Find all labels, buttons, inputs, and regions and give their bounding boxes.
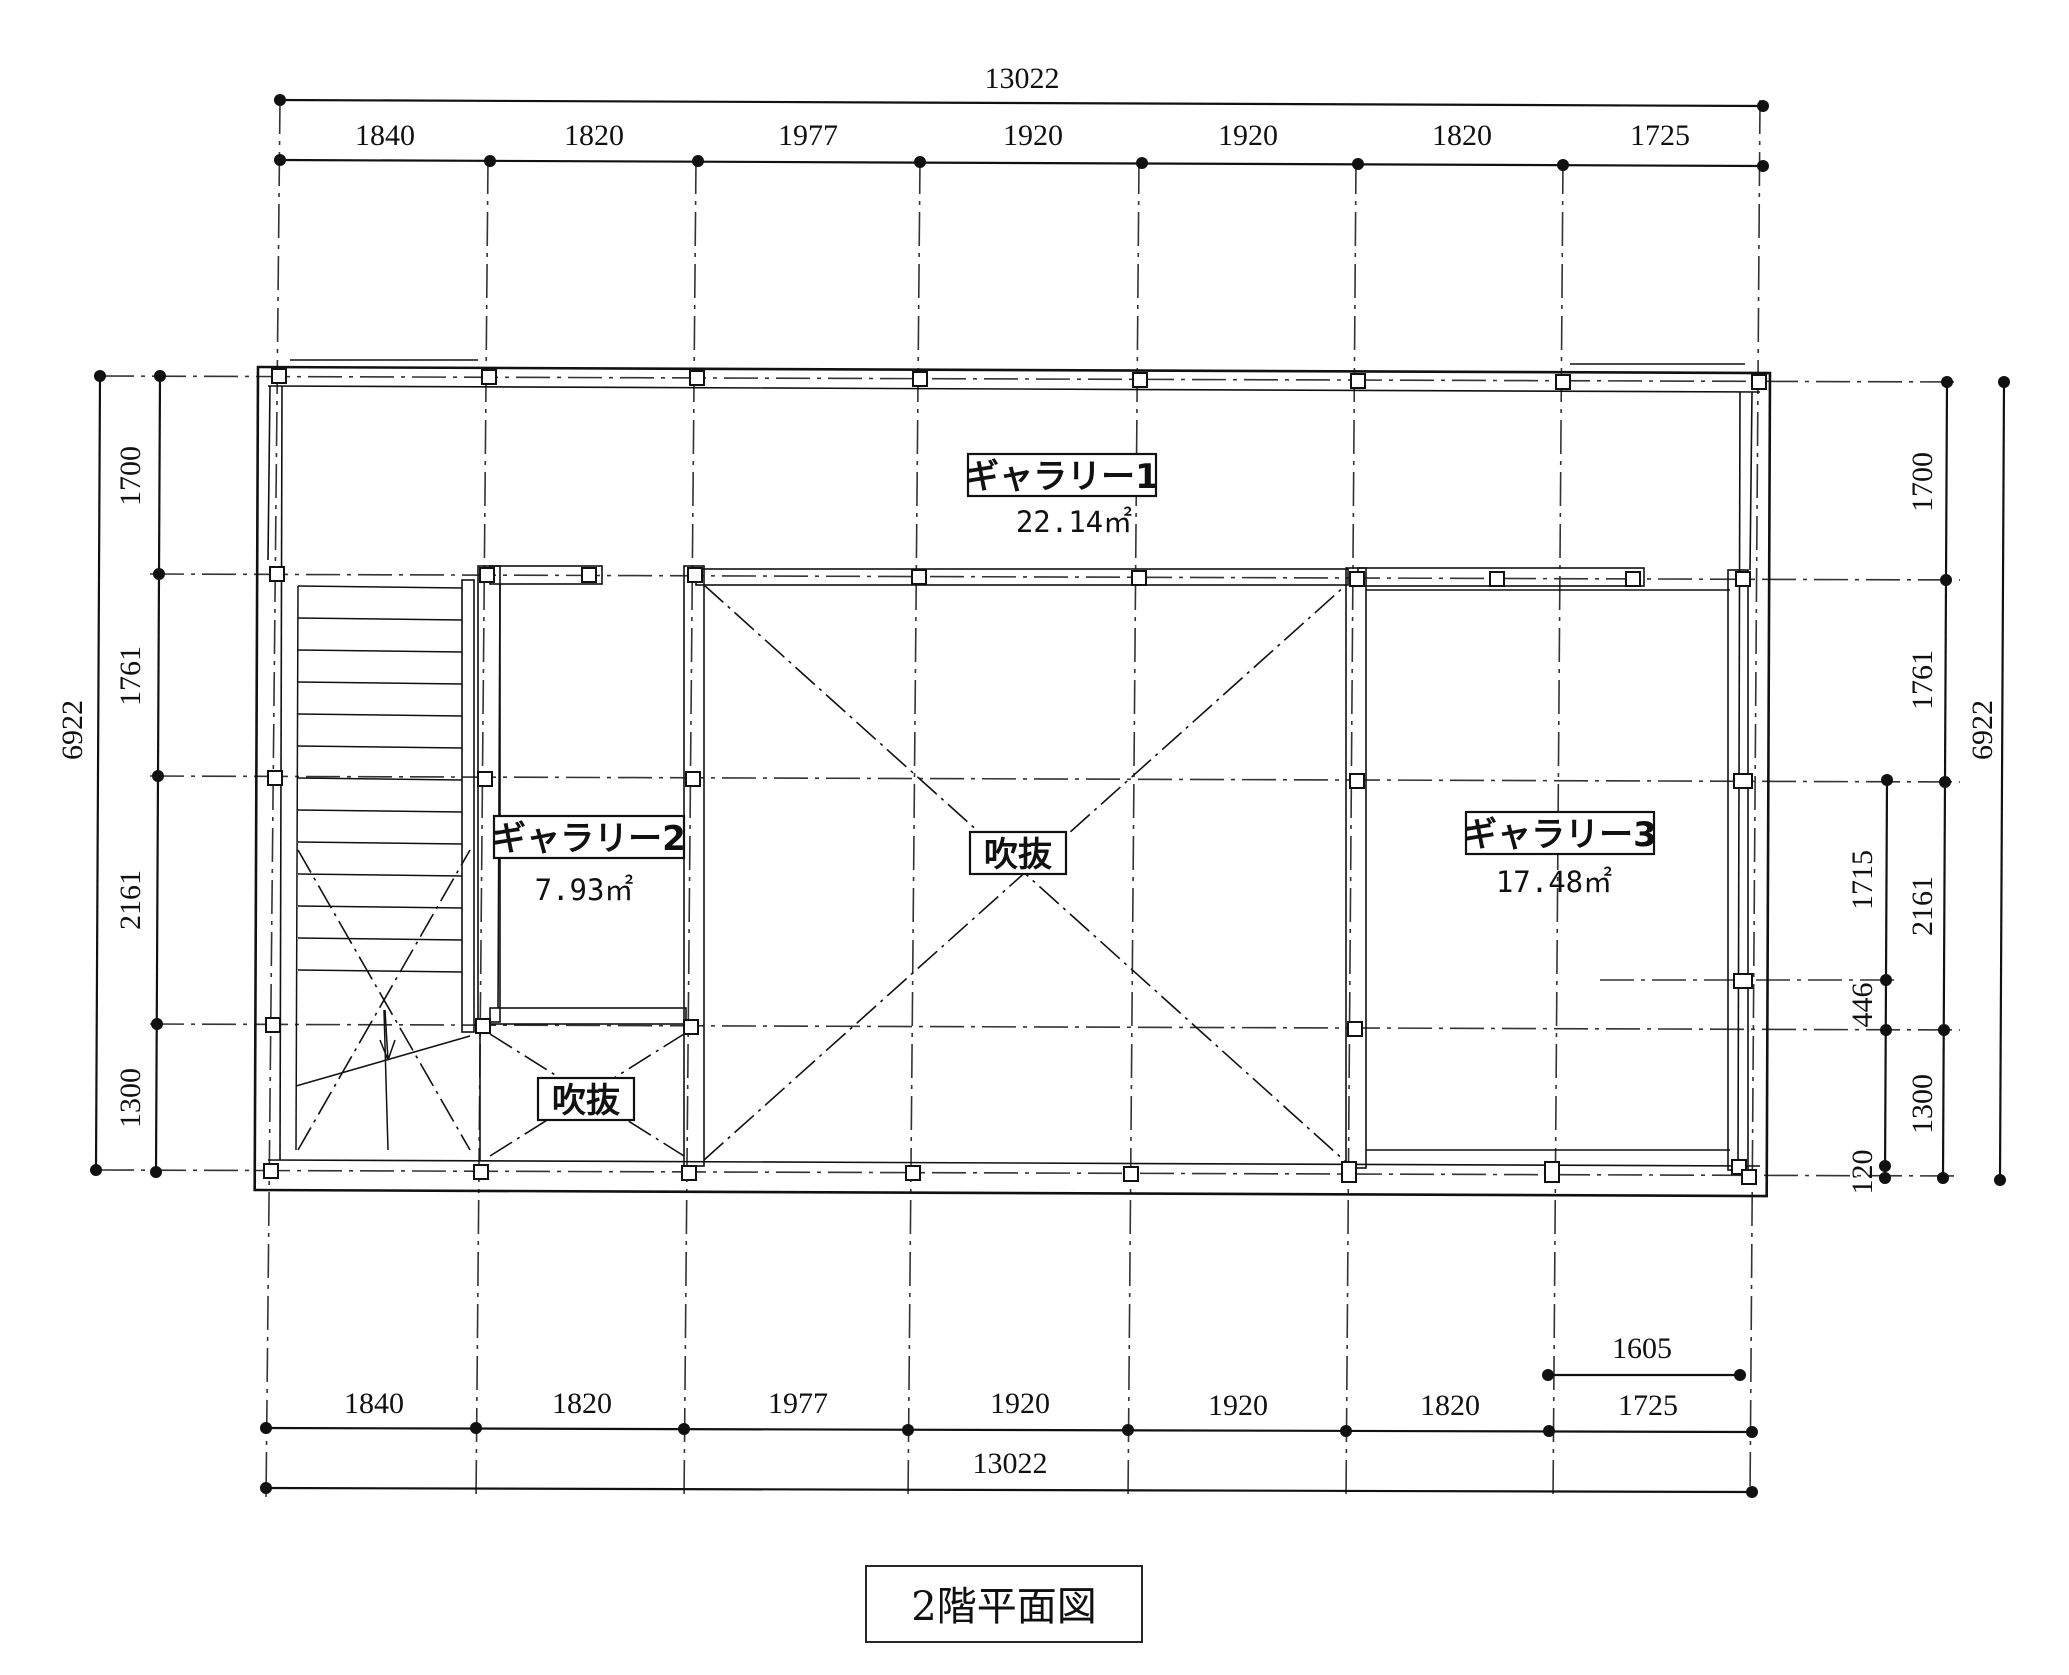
bottom-span-dimension: 1920 [990,1387,1050,1420]
top-dimension-labels: 13022 1840 1820 1977 1920 1920 1820 1725 [355,62,1690,152]
staircase [295,585,471,1151]
right-sub-dimension: 446 [1846,983,1879,1028]
void-label-large: 吹抜 [968,830,1068,876]
right-overall-dimension: 6922 [1966,700,1999,760]
room-name: ギャラリー1 [965,457,1159,497]
right-span-dimension: 1700 [1906,452,1939,512]
top-span-dimension: 1840 [355,119,415,152]
bottom-span-dimension: 1820 [552,1387,612,1420]
bottom-overall-dimension: 13022 [973,1447,1048,1480]
bottom-span-dimension: 1920 [1208,1389,1268,1422]
top-span-dimension: 1920 [1003,119,1063,152]
columns [263,368,1767,1185]
top-span-dimension: 1820 [564,119,624,152]
left-overall-dimension: 6922 [56,700,89,760]
right-span-dimension: 1300 [1906,1074,1939,1134]
top-span-dimension: 1725 [1630,119,1690,152]
drawing-title-text: 2階平面図 [911,1584,1096,1630]
bottom-extra-dimension: 1605 [1612,1332,1672,1365]
top-span-dimension: 1977 [778,119,838,152]
room-name: ギャラリー3 [1463,815,1657,855]
void-name: 吹抜 [984,835,1052,875]
right-sub-dimension: 120 [1846,1150,1879,1195]
void-label-small: 吹抜 [536,1076,636,1122]
room-area: 17.48㎡ [1496,865,1612,899]
gallery-2-label: ギャラリー2 7.93㎡ [492,814,686,907]
bottom-span-dimension: 1977 [768,1387,828,1420]
void-name: 吹抜 [552,1081,620,1121]
right-dimension-labels: 6922 1700 1761 2161 1300 1715 446 120 [1846,452,1999,1195]
gallery-3-label: ギャラリー3 17.48㎡ [1463,810,1657,899]
room-area: 7.93㎡ [535,873,634,907]
vertical-grid-lines [265,99,1761,1501]
top-span-dimension: 1820 [1432,119,1492,152]
bottom-dimension-labels: 1840 1820 1977 1920 1920 1820 1725 1605 … [344,1332,1678,1480]
top-span-dimension: 1920 [1218,119,1278,152]
left-dimension-lines [90,370,166,1178]
bottom-span-dimension: 1840 [344,1387,404,1420]
room-name: ギャラリー2 [492,819,686,859]
left-span-dimension: 2161 [114,870,147,930]
bottom-span-dimension: 1820 [1420,1389,1480,1422]
top-dimension-lines [274,94,1769,172]
right-dimension-lines [1879,376,2010,1186]
right-span-dimension: 2161 [1906,876,1939,936]
left-span-dimension: 1761 [114,646,147,706]
gallery-1-label: ギャラリー1 22.14㎡ [965,452,1159,539]
drawing-title: 2階平面図 [865,1565,1143,1643]
bottom-dimension-lines [260,1369,1758,1498]
right-sub-dimension: 1715 [1846,850,1879,910]
horizontal-grid-lines [99,375,1961,1177]
top-overall-dimension: 13022 [985,62,1060,95]
bottom-span-dimension: 1725 [1618,1389,1678,1422]
left-dimension-labels: 6922 1700 1761 2161 1300 [56,446,147,1128]
room-area: 22.14㎡ [1016,505,1132,539]
right-span-dimension: 1761 [1906,650,1939,710]
left-span-dimension: 1700 [114,446,147,506]
left-span-dimension: 1300 [114,1068,147,1128]
